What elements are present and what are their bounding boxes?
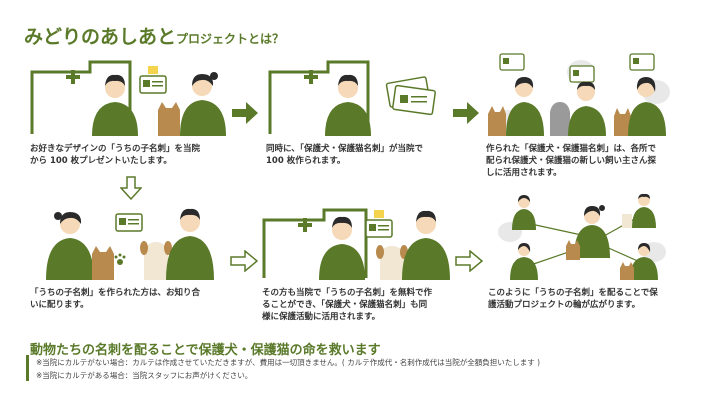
title-main: みどりのあしあと: [24, 26, 177, 48]
step-3-caption: 作られた「保護犬・保護猫名刺」は、各所で 配られ保護犬・保護猫の新しい飼い主さん…: [486, 144, 657, 178]
step-1-illustration: [30, 58, 230, 136]
arrow-right-outline-1: [230, 250, 258, 272]
title-sub: プロジェクトとは？: [176, 32, 285, 46]
arrow-right-1: [232, 102, 258, 124]
page-title: みどりのあしあとプロジェクトとは？: [24, 22, 284, 49]
footer-title: 動物たちの名刺を配ることで保護犬・保護猫の命を救います: [30, 343, 381, 358]
step-6-illustration: [494, 192, 674, 284]
step-4-illustration: [40, 200, 220, 280]
step-4-caption: 「うちの子名刺」を作られた方は、お知り合 いに配ります。: [30, 288, 201, 310]
step-1-caption: お好きなデザインの「うちの子名刺」を当院 から 100 枚プレゼントいたします。: [30, 144, 201, 166]
footer-note-2: ※当院にカルテがある場合：当院スタッフにお声がけください。: [36, 371, 253, 380]
arrow-right-2: [453, 102, 479, 124]
step-5-caption: その方も当院で「うちの子名刺」を無料で作 ることができ、「保護犬・保護猫名刺」も…: [262, 288, 433, 322]
arrow-right-outline-2: [455, 250, 483, 272]
step-2-illustration: [268, 58, 448, 136]
footer-note-1: ※当院にカルテがない場合：カルテは作成させていただきますが、費用は一切頂きません…: [36, 358, 541, 367]
step-6-caption: このように「うちの子名刺」を配ることで保 護活動プロジェクトの輪が広がります。: [488, 288, 658, 310]
step-2-caption: 同時に、「保護犬・保護猫名刺」が当院で 100 枚作られます。: [266, 144, 423, 166]
step-3-illustration: [486, 52, 676, 136]
step-5-illustration: [262, 200, 452, 280]
arrow-down-outline: [120, 176, 142, 200]
footer-accent-bar: [26, 355, 29, 381]
